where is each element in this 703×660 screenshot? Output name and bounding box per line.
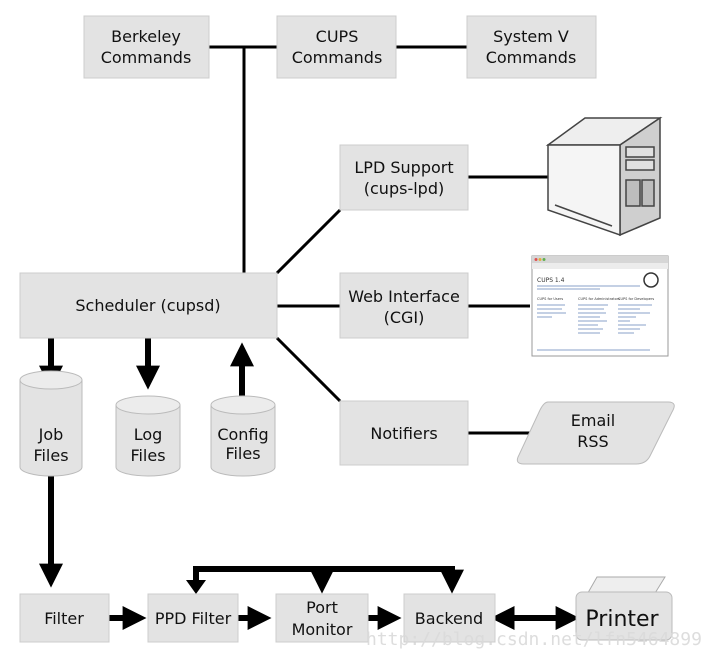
box-label-line: Web Interface [348, 287, 460, 306]
link-scheduler-lpd [275, 208, 342, 275]
box-label-line: Backend [415, 609, 483, 628]
cylinder-label-line: Log [134, 425, 163, 444]
arrows [39, 337, 580, 630]
backend-box: Backend [403, 593, 496, 643]
scheduler-box: Scheduler (cupsd) [19, 272, 278, 339]
box-label-line: System V [493, 27, 569, 46]
box-label-line: Filter [44, 609, 84, 628]
email-label: Email [571, 411, 615, 430]
cups-commands-box: CUPS Commands [276, 15, 397, 79]
systemv-commands-box: System V Commands [466, 15, 597, 79]
webpage-heading: CUPS 1.4 [537, 277, 565, 284]
box-label-line: Notifiers [370, 424, 437, 443]
link-scheduler-notifiers [275, 336, 342, 403]
box-label-line: PPD Filter [155, 609, 232, 628]
box-label-line: Commands [101, 48, 192, 67]
printer-label: Printer [585, 607, 659, 632]
port-monitor-box: Port Monitor [275, 593, 369, 643]
web-interface-box: Web Interface (CGI) [339, 272, 469, 339]
cylinder-label-line: Job [38, 425, 64, 444]
webpage-column-title: CUPS for Administrators [578, 297, 620, 301]
box-label-line: LPD Support [354, 158, 453, 177]
box-label-line: (cups-lpd) [364, 179, 444, 198]
box-label-line: Commands [486, 48, 577, 67]
rss-label: RSS [577, 432, 608, 451]
cylinder-label-line: Files [33, 446, 68, 465]
job-files-cylinder: Job Files [19, 370, 83, 477]
box-label-line: Scheduler (cupsd) [75, 296, 220, 315]
box-label-line: Commands [292, 48, 383, 67]
lpd-support-box: LPD Support (cups-lpd) [339, 144, 469, 211]
box-label-line: Monitor [292, 620, 353, 639]
email-rss-shape: Email RSS [516, 401, 675, 465]
box-label-line: (CGI) [384, 308, 425, 327]
notifiers-box: Notifiers [339, 400, 469, 466]
box-label-line: Berkeley [111, 27, 181, 46]
filter-box: Filter [19, 593, 110, 643]
box-label-line: CUPS [316, 27, 359, 46]
server-tower-icon [545, 116, 663, 237]
box-label-line: Port [306, 598, 338, 617]
ppd-filter-box: PPD Filter [147, 593, 239, 643]
cylinder-label-line: Files [225, 444, 260, 463]
watermark-text: http://blog.csdn.net/lfn546489908 [366, 629, 703, 650]
log-files-cylinder: Log Files [115, 395, 181, 477]
bracket-arrowhead-ppd [186, 580, 206, 594]
berkeley-commands-box: Berkeley Commands [83, 15, 210, 79]
webpage-column-title: CUPS for Users [537, 297, 563, 301]
config-files-cylinder: Config Files [210, 395, 276, 477]
webpage-column-title: CUPS for Developers [618, 297, 654, 301]
printer-icon: Printer [575, 576, 673, 641]
connection-lines [209, 45, 548, 435]
web-interface-screenshot: CUPS 1.4 CUPS for Users CUPS for Adminis… [531, 255, 669, 357]
cylinder-label-line: Files [130, 446, 165, 465]
cylinder-label-line: Config [217, 425, 268, 444]
